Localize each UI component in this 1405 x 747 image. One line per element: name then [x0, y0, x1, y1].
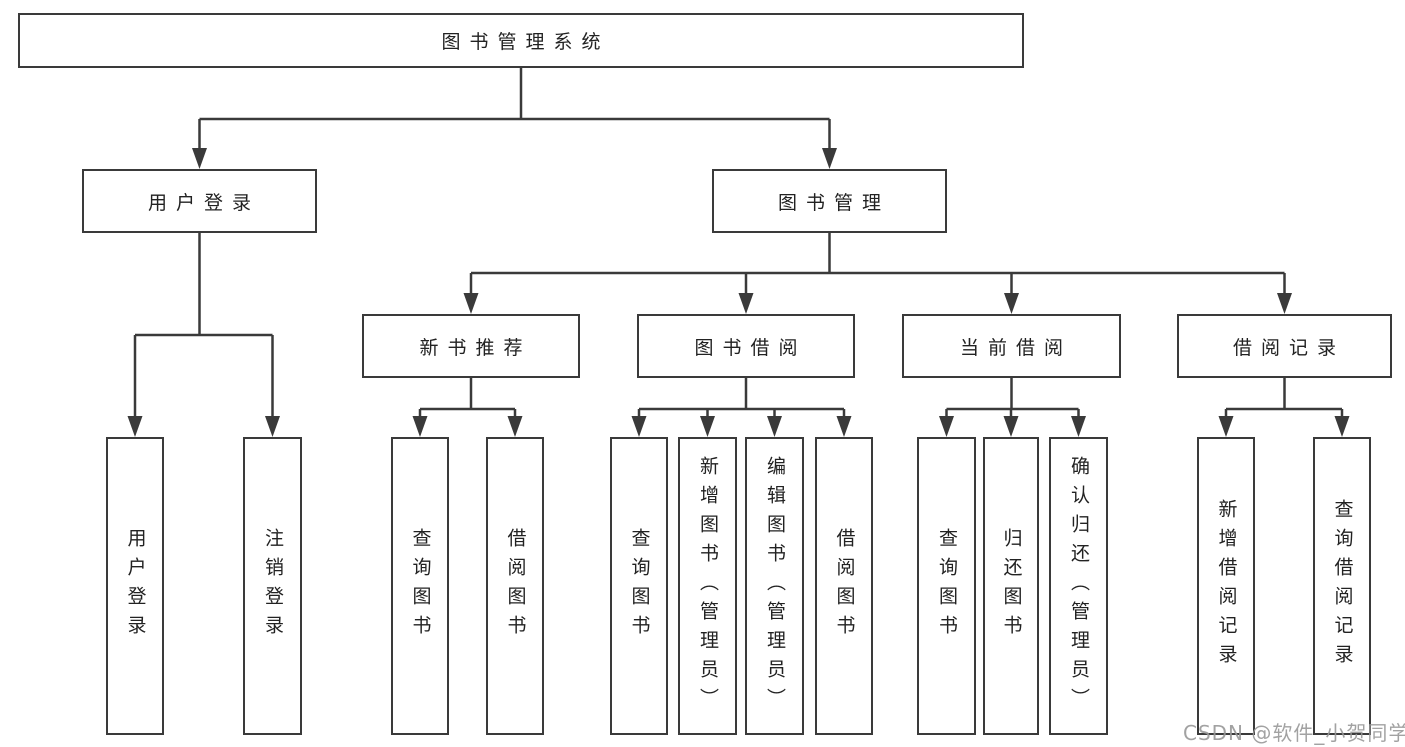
leaf-borrow-books: 借阅图书: [815, 437, 873, 735]
node-current-borrowing: 当前借阅: [902, 314, 1121, 378]
node-book-borrowing: 图书借阅: [637, 314, 855, 378]
arrow-icon: [822, 148, 837, 169]
csdn-watermark: CSDN @软件_小贺同学: [1183, 721, 1405, 745]
arrow-icon: [412, 416, 428, 437]
leaf-borrow-books-recommend: 借阅图书: [486, 437, 544, 735]
arrow-icon: [463, 293, 479, 314]
arrow-icon: [767, 416, 782, 437]
node-user-login: 用户登录: [82, 169, 317, 233]
leaf-add-borrow-record: 新增借阅记录: [1197, 437, 1255, 735]
leaf-query-books-current: 查询图书: [917, 437, 976, 735]
arrow-icon: [836, 416, 852, 437]
arrow-icon: [1277, 293, 1292, 314]
arrow-icon: [631, 416, 647, 437]
node-book-management: 图书管理: [712, 169, 947, 233]
leaf-add-books-admin: 新增图书（管理员）: [678, 437, 737, 735]
leaf-query-books-recommend: 查询图书: [391, 437, 449, 735]
leaf-user-login: 用户登录: [106, 437, 164, 735]
node-new-book-recommend: 新书推荐: [362, 314, 580, 378]
leaf-query-books-borrowing: 查询图书: [610, 437, 668, 735]
arrow-icon: [738, 293, 754, 314]
leaf-logout: 注销登录: [243, 437, 302, 735]
arrow-icon: [192, 148, 207, 169]
arrow-icon: [507, 416, 523, 437]
leaf-edit-books-admin: 编辑图书（管理员）: [745, 437, 804, 735]
arrow-icon: [265, 416, 280, 437]
arrow-icon: [1003, 416, 1019, 437]
node-library-system: 图书管理系统: [18, 13, 1024, 68]
leaf-query-borrow-record: 查询借阅记录: [1313, 437, 1371, 735]
leaf-return-books: 归还图书: [983, 437, 1039, 735]
node-borrowing-records: 借阅记录: [1177, 314, 1392, 378]
arrow-icon: [1334, 416, 1350, 437]
arrow-icon: [1004, 293, 1019, 314]
arrow-icon: [1071, 416, 1086, 437]
arrow-icon: [127, 416, 143, 437]
arrow-icon: [1218, 416, 1234, 437]
arrow-icon: [700, 416, 715, 437]
arrow-icon: [939, 416, 954, 437]
leaf-confirm-return-admin: 确认归还（管理员）: [1049, 437, 1108, 735]
